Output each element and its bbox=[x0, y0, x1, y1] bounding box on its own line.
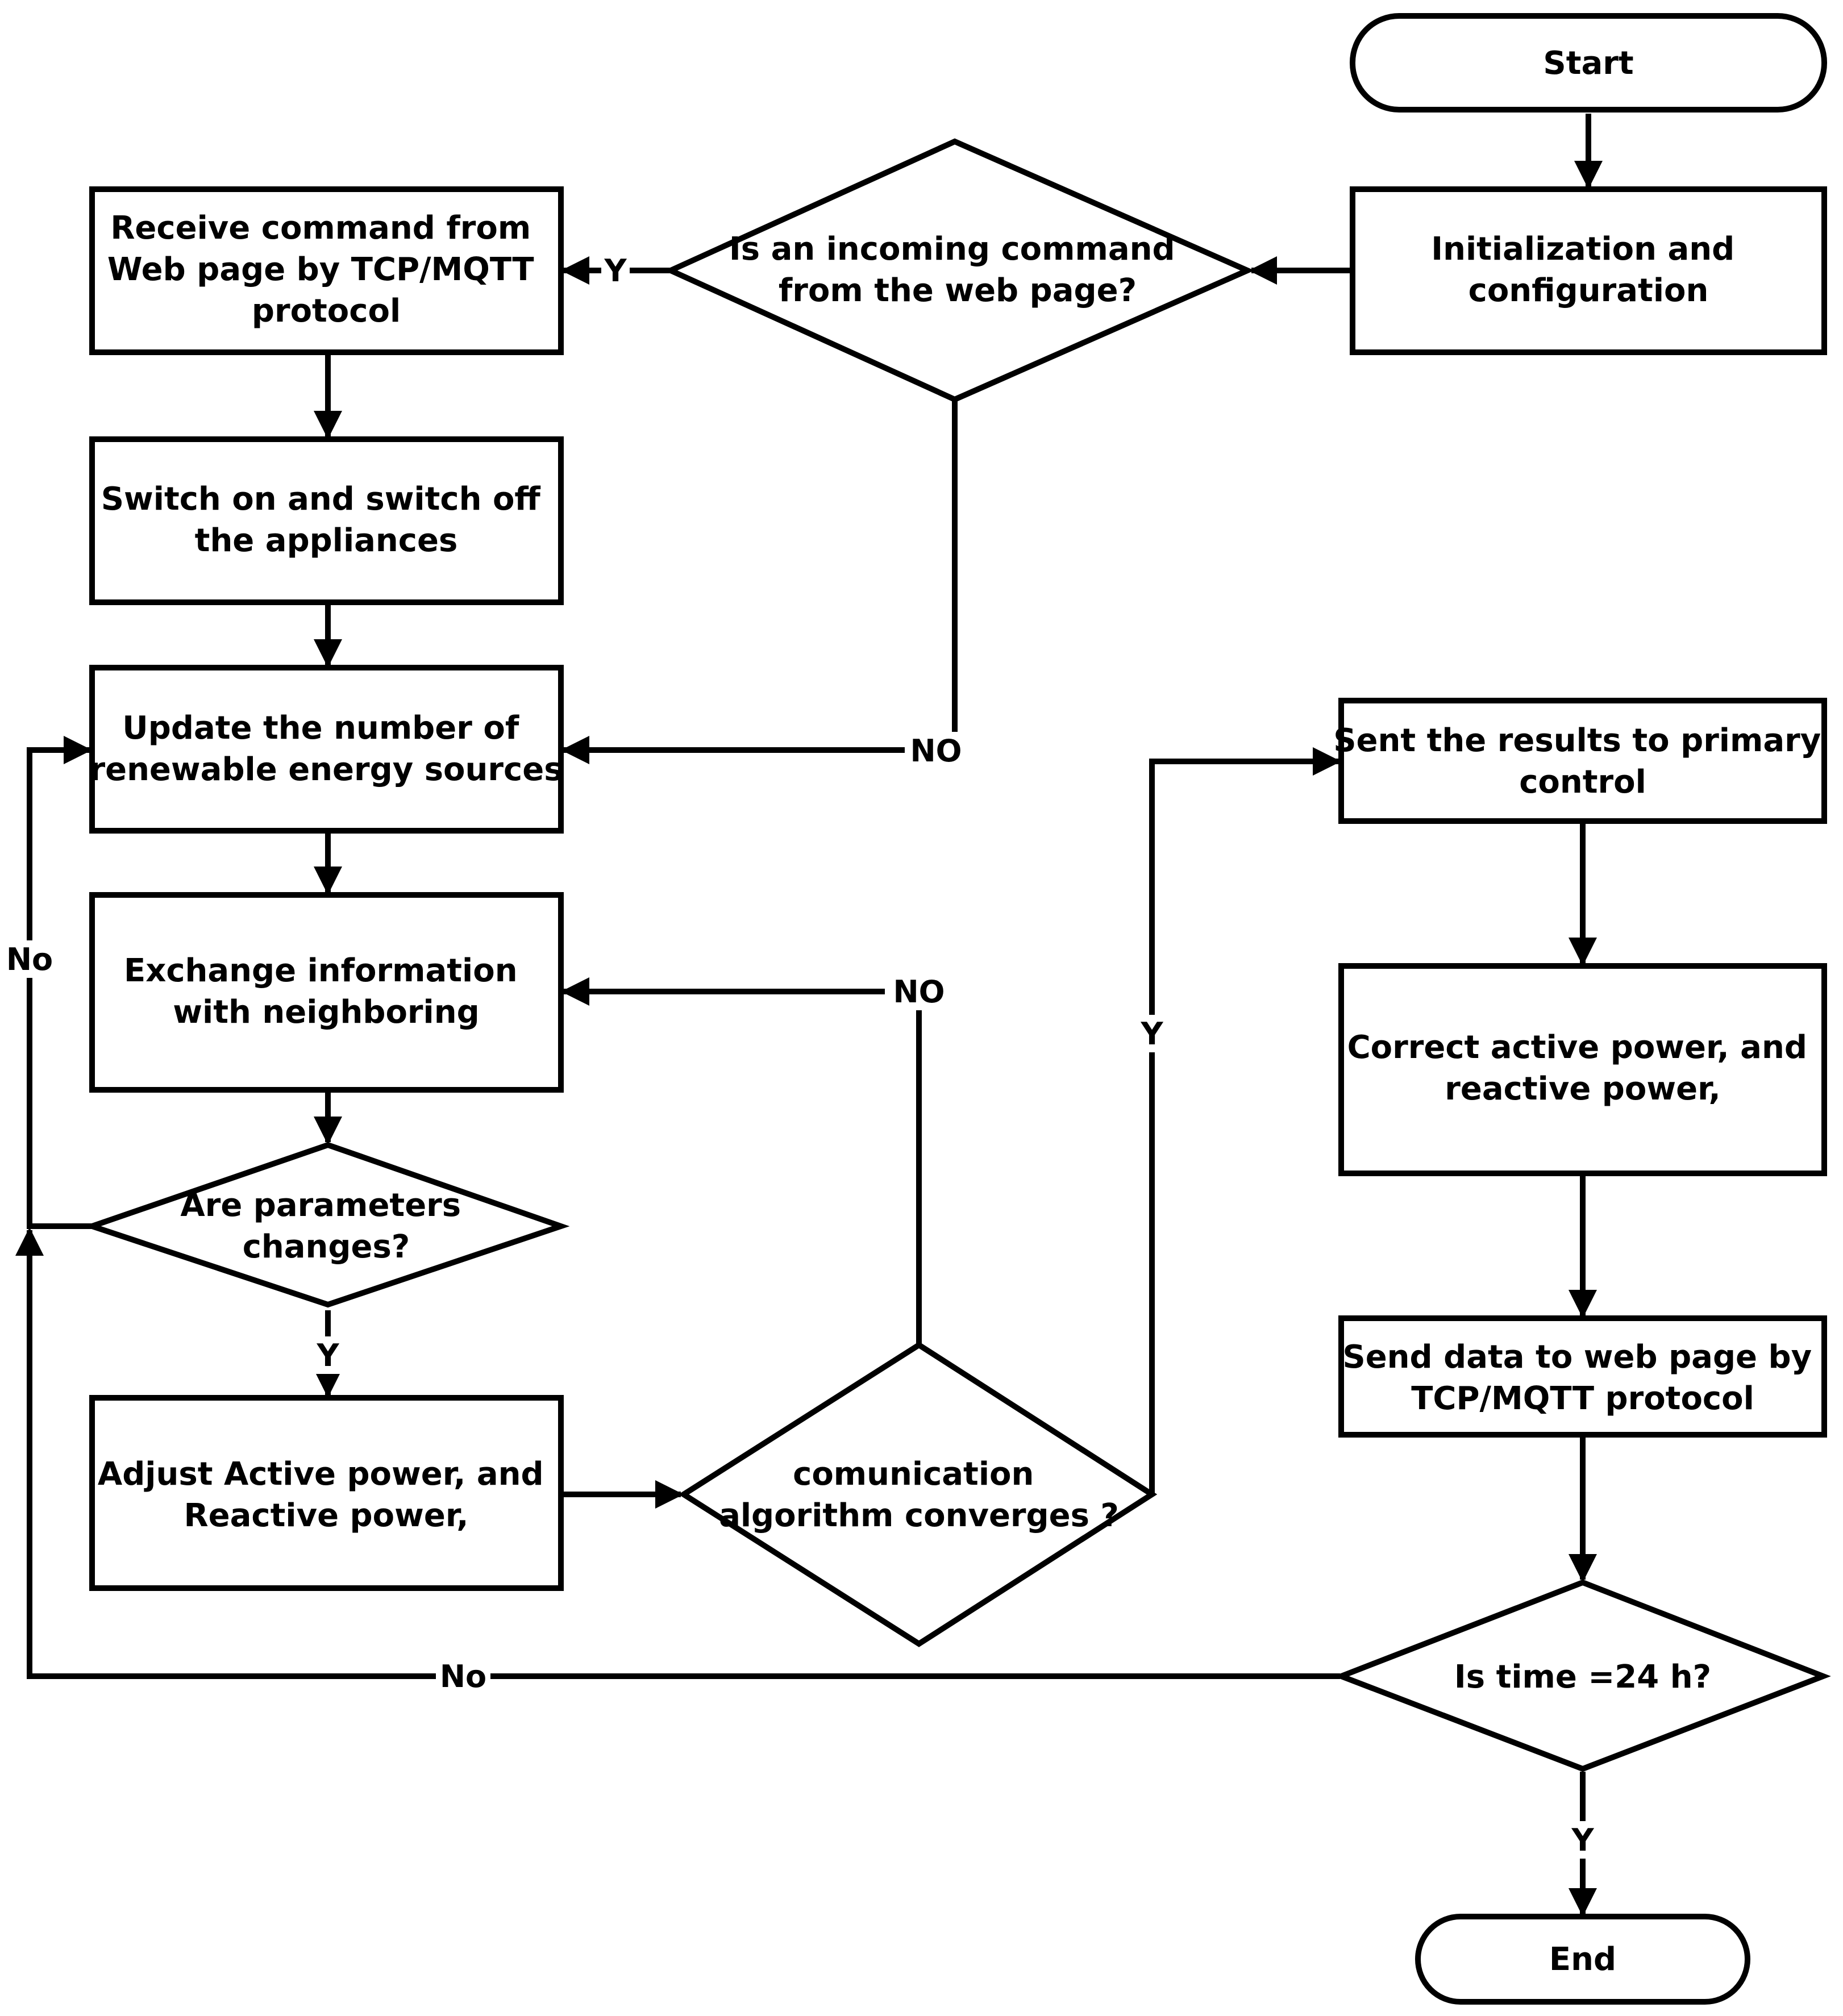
receive-command-process bbox=[89, 186, 564, 355]
params-changed-label: Are parameters changes? bbox=[180, 1187, 472, 1265]
time-yes-label: Y bbox=[1571, 1822, 1594, 1858]
params-changed-decision bbox=[83, 1142, 570, 1308]
edge-incoming-no bbox=[561, 399, 958, 764]
init-label-line-2: configuration bbox=[1468, 272, 1709, 309]
edge-time-no bbox=[15, 1227, 1340, 1679]
init-label-line-1: Initialization and bbox=[1431, 231, 1734, 268]
correct-power-line-2: reactive power, bbox=[1445, 1071, 1720, 1107]
adjust-power-process bbox=[89, 1395, 564, 1591]
time-yes-label-bg bbox=[1567, 1821, 1598, 1859]
time-no-label-bg bbox=[436, 1657, 490, 1695]
time-check-decision bbox=[1333, 1579, 1831, 1772]
send-results-process bbox=[1338, 698, 1827, 824]
edge-converge-no bbox=[561, 977, 922, 1345]
converge-yes-label: Y bbox=[1140, 1016, 1163, 1052]
edge-params-no bbox=[27, 736, 92, 1229]
time-check-label: Is time =24 h? bbox=[1454, 1659, 1711, 1696]
update-sources-process bbox=[89, 665, 564, 834]
algorithm-converges-label: comunication algorithm converges ? bbox=[719, 1456, 1119, 1534]
adjust-power-line-1: Adjust Active power, and bbox=[98, 1456, 544, 1493]
time-no-label: No bbox=[440, 1659, 486, 1694]
node-labels: Start Initialization and configuration I… bbox=[89, 45, 1832, 1978]
edge-labels: Y NO No Y NO Y No Y bbox=[2, 251, 1598, 1859]
correct-power-process bbox=[1338, 963, 1827, 1176]
send-data-process bbox=[1338, 1315, 1827, 1438]
receive-command-line-3: protocol bbox=[252, 293, 401, 330]
receive-command-line-1: Receive command from bbox=[110, 210, 531, 247]
send-data-line-2: TCP/MQTT protocol bbox=[1411, 1380, 1754, 1417]
incoming-yes-label-bg bbox=[601, 251, 630, 289]
switch-appliances-label: Switch on and switch off the appliances bbox=[101, 481, 552, 559]
end-terminal bbox=[1415, 1914, 1750, 2005]
edge-converge-yes bbox=[1149, 747, 1341, 1494]
converge-no-label-bg bbox=[885, 973, 953, 1010]
nodes bbox=[83, 13, 1831, 2005]
exchange-info-line-2: with neighboring bbox=[173, 994, 479, 1031]
params-changed-line-2: changes? bbox=[243, 1228, 410, 1265]
params-changed-line-1: Are parameters bbox=[180, 1187, 461, 1224]
algorithm-converges-line-2: algorithm converges ? bbox=[719, 1497, 1119, 1534]
end-label: End bbox=[1549, 1941, 1616, 1978]
send-results-line-1: Sent the results to primary bbox=[1333, 722, 1821, 759]
correct-power-label: Correct active power, and reactive power… bbox=[1347, 1029, 1819, 1107]
receive-command-line-2: Web page by TCP/MQTT bbox=[107, 251, 534, 288]
update-sources-line-2: renewable energy sources bbox=[89, 751, 563, 788]
incoming-no-label-bg bbox=[905, 732, 967, 769]
params-yes-label-bg bbox=[313, 1336, 343, 1374]
send-data-label: Send data to web page by TCP/MQTT protoc… bbox=[1342, 1339, 1823, 1417]
algorithm-converges-decision bbox=[678, 1342, 1158, 1647]
params-no-label-bg bbox=[2, 940, 57, 978]
switch-appliances-line-2: the appliances bbox=[195, 522, 458, 559]
converge-no-label: NO bbox=[893, 974, 945, 1010]
params-no-label: No bbox=[6, 942, 53, 977]
incoming-command-line-2: from the web page? bbox=[779, 272, 1137, 309]
send-data-line-1: Send data to web page by bbox=[1342, 1339, 1812, 1376]
exchange-info-process bbox=[89, 892, 564, 1093]
send-results-line-2: control bbox=[1519, 764, 1646, 801]
send-results-label: Sent the results to primary control bbox=[1333, 722, 1832, 801]
correct-power-line-1: Correct active power, and bbox=[1347, 1029, 1807, 1066]
algorithm-converges-line-1: comunication bbox=[793, 1456, 1034, 1493]
params-yes-label: Y bbox=[316, 1338, 339, 1373]
adjust-power-label: Adjust Active power, and Reactive power, bbox=[98, 1456, 555, 1534]
init-label: Initialization and configuration bbox=[1431, 231, 1745, 309]
converge-yes-label-bg bbox=[1137, 1015, 1167, 1052]
exchange-info-line-1: Exchange information bbox=[124, 952, 518, 989]
incoming-command-decision bbox=[663, 138, 1255, 403]
start-label: Start bbox=[1543, 45, 1633, 82]
switch-appliances-process bbox=[89, 436, 564, 605]
incoming-no-label: NO bbox=[910, 733, 962, 769]
init-process bbox=[1350, 186, 1827, 355]
exchange-info-label: Exchange information with neighboring bbox=[124, 952, 529, 1031]
incoming-command-line-1: Is an incoming command bbox=[729, 231, 1175, 268]
start-terminal bbox=[1350, 13, 1827, 113]
incoming-yes-label: Y bbox=[604, 253, 627, 289]
switch-appliances-line-1: Switch on and switch off bbox=[101, 481, 541, 518]
receive-command-label: Receive command from Web page by TCP/MQT… bbox=[107, 210, 545, 330]
update-sources-label: Update the number of renewable energy so… bbox=[89, 710, 563, 788]
incoming-command-label: Is an incoming command from the web page… bbox=[729, 231, 1186, 309]
adjust-power-line-2: Reactive power, bbox=[184, 1497, 469, 1534]
update-sources-line-1: Update the number of bbox=[122, 710, 519, 747]
